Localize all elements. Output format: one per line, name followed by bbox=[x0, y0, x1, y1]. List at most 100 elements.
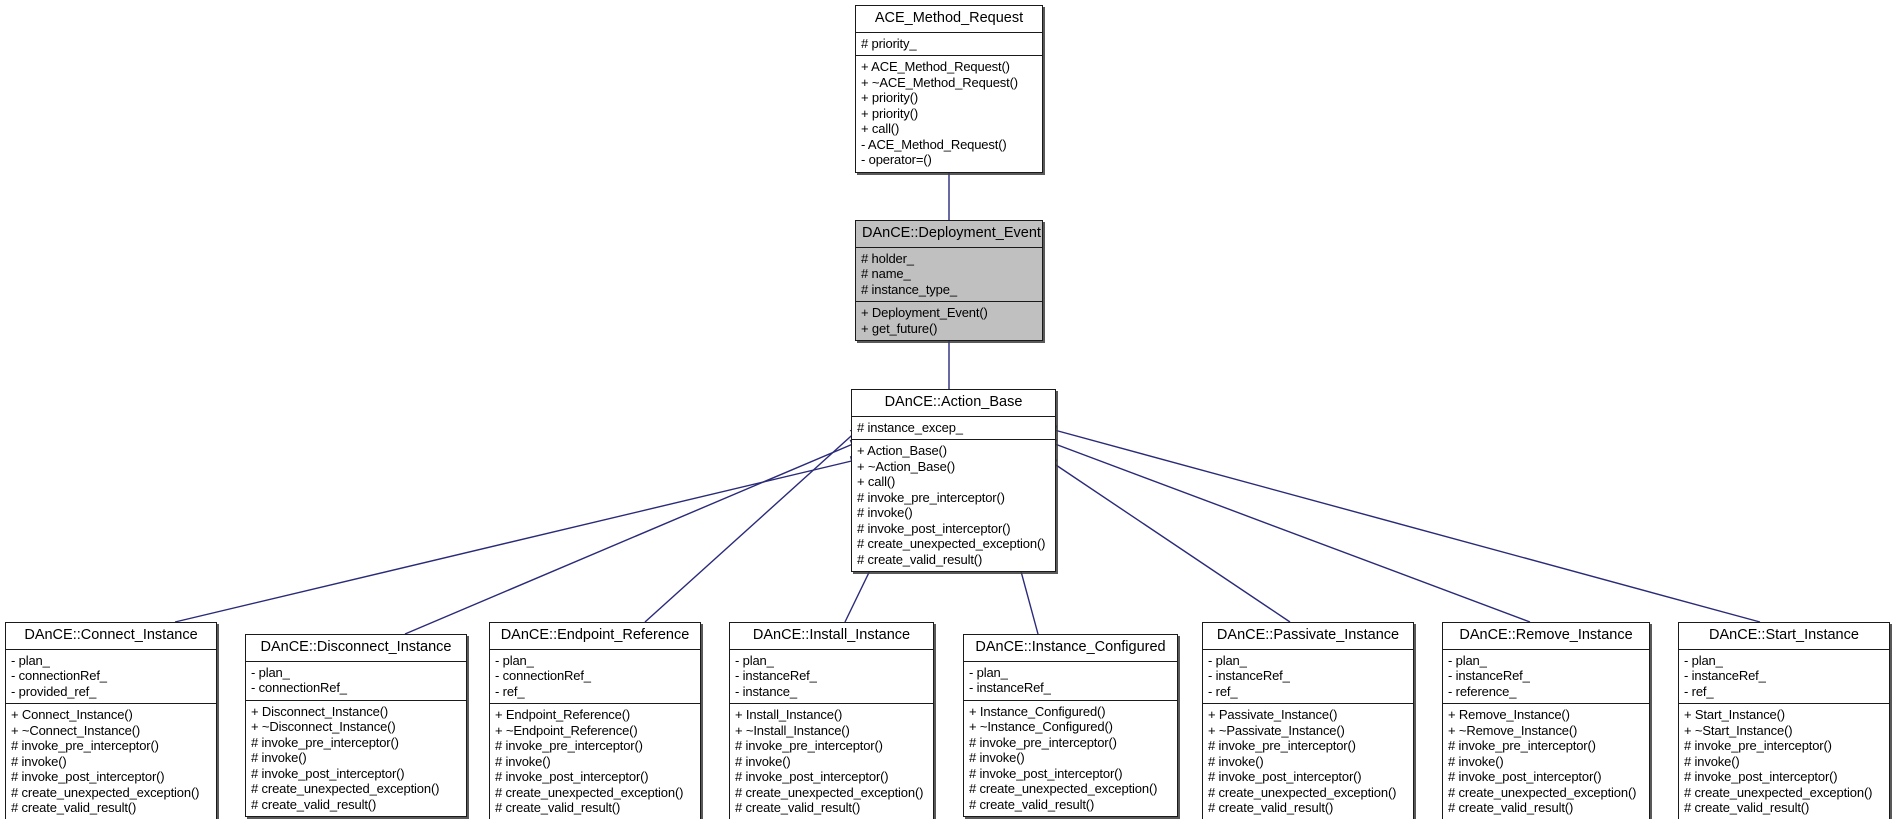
class-operation: + get_future() bbox=[861, 320, 938, 336]
class-title-dance-remove-instance: DAnCE::Remove_Instance bbox=[1443, 623, 1649, 650]
class-operation: # invoke() bbox=[857, 505, 913, 521]
class-attribute: - reference_ bbox=[1448, 683, 1517, 699]
class-operation: # create_valid_result() bbox=[11, 800, 137, 816]
class-operation: + Connect_Instance() bbox=[11, 707, 133, 723]
class-attribute: # instance_excep_ bbox=[857, 419, 963, 435]
class-attributes-dance-deployment-event: # holder_# name_# instance_type_ bbox=[856, 247, 1042, 303]
class-operation: # create_unexpected_exception() bbox=[251, 781, 440, 797]
class-operation: # invoke() bbox=[1448, 753, 1504, 769]
class-operation: + ~Remove_Instance() bbox=[1448, 722, 1578, 738]
class-operation: # create_unexpected_exception() bbox=[11, 784, 200, 800]
class-box-dance-passivate-instance[interactable]: DAnCE::Passivate_Instance- plan_- instan… bbox=[1202, 622, 1414, 819]
class-attribute: - instanceRef_ bbox=[969, 680, 1051, 696]
class-attributes-dance-action-base: # instance_excep_ bbox=[852, 417, 1055, 441]
class-attribute: - ref_ bbox=[495, 683, 525, 699]
class-attribute: - provided_ref_ bbox=[11, 683, 97, 699]
class-attribute: - instanceRef_ bbox=[1208, 668, 1290, 684]
class-operation: # invoke_pre_interceptor() bbox=[495, 738, 643, 754]
class-operation: # create_unexpected_exception() bbox=[857, 536, 1046, 552]
class-operation: # invoke() bbox=[1208, 753, 1264, 769]
class-operation: # invoke_post_interceptor() bbox=[495, 769, 649, 785]
class-attributes-dance-connect-instance: - plan_- connectionRef_- provided_ref_ bbox=[6, 650, 216, 705]
class-attributes-dance-disconnect-instance: - plan_- connectionRef_ bbox=[246, 662, 466, 701]
edge-start-to-action-base bbox=[1045, 425, 1761, 623]
class-operation: # create_unexpected_exception() bbox=[1208, 784, 1397, 800]
class-operation: # create_unexpected_exception() bbox=[1448, 784, 1637, 800]
class-operation: # invoke() bbox=[1684, 753, 1740, 769]
class-operation: # invoke_post_interceptor() bbox=[251, 765, 405, 781]
class-operations-dance-start-instance: + Start_Instance()+ ~Start_Instance() # i… bbox=[1679, 704, 1889, 819]
class-title-dance-deployment-event: DAnCE::Deployment_Event bbox=[856, 221, 1042, 248]
class-box-dance-connect-instance[interactable]: DAnCE::Connect_Instance- plan_- connecti… bbox=[5, 622, 217, 819]
class-operation: # invoke_pre_interceptor() bbox=[857, 489, 1005, 505]
class-box-dance-disconnect-instance[interactable]: DAnCE::Disconnect_Instance- plan_- conne… bbox=[245, 634, 467, 818]
class-operation: + Endpoint_Reference() bbox=[495, 707, 631, 723]
class-operation: # invoke() bbox=[735, 753, 791, 769]
class-attribute: - instanceRef_ bbox=[1684, 668, 1766, 684]
class-operation: + ~Install_Instance() bbox=[735, 722, 850, 738]
edge-disconnect-to-action-base bbox=[404, 439, 862, 635]
class-operation: # invoke_pre_interceptor() bbox=[11, 738, 159, 754]
class-title-dance-start-instance: DAnCE::Start_Instance bbox=[1679, 623, 1889, 650]
class-operation: # invoke_pre_interceptor() bbox=[735, 738, 883, 754]
class-operation: + call() bbox=[861, 121, 900, 137]
class-attribute: - plan_ bbox=[1208, 652, 1247, 668]
class-operation: + ~Connect_Instance() bbox=[11, 722, 141, 738]
class-operation: # invoke_post_interceptor() bbox=[11, 769, 165, 785]
class-operation: # invoke_post_interceptor() bbox=[735, 769, 889, 785]
class-box-dance-action-base[interactable]: DAnCE::Action_Base# instance_excep_+ Act… bbox=[851, 389, 1056, 573]
class-operation: + ~Instance_Configured() bbox=[969, 719, 1113, 735]
class-operation: # create_unexpected_exception() bbox=[1684, 784, 1873, 800]
class-box-dance-instance-configured[interactable]: DAnCE::Instance_Configured- plan_- insta… bbox=[963, 634, 1178, 818]
edge-connect-to-action-base bbox=[174, 456, 862, 623]
class-operations-dance-passivate-instance: + Passivate_Instance()+ ~Passivate_Insta… bbox=[1203, 704, 1413, 819]
class-operation: # create_valid_result() bbox=[1448, 800, 1574, 816]
class-operation: # invoke() bbox=[251, 750, 307, 766]
class-operation: # create_valid_result() bbox=[251, 796, 377, 812]
class-operation: + Start_Instance() bbox=[1684, 707, 1785, 723]
class-operation: # invoke_post_interceptor() bbox=[857, 520, 1011, 536]
class-operations-dance-install-instance: + Install_Instance()+ ~Install_Instance(… bbox=[730, 704, 933, 819]
class-title-dance-disconnect-instance: DAnCE::Disconnect_Instance bbox=[246, 635, 466, 662]
class-attributes-dance-install-instance: - plan_- instanceRef_- instance_ bbox=[730, 650, 933, 705]
class-operation: + ~Start_Instance() bbox=[1684, 722, 1793, 738]
class-operation: - operator=() bbox=[861, 152, 932, 168]
class-operation: # create_unexpected_exception() bbox=[969, 781, 1158, 797]
class-attributes-dance-endpoint-reference: - plan_- connectionRef_- ref_ bbox=[490, 650, 700, 705]
class-title-dance-instance-configured: DAnCE::Instance_Configured bbox=[964, 635, 1177, 662]
class-operation: # invoke_pre_interceptor() bbox=[969, 734, 1117, 750]
class-operation: # create_valid_result() bbox=[969, 796, 1095, 812]
class-box-dance-remove-instance[interactable]: DAnCE::Remove_Instance- plan_- instanceR… bbox=[1442, 622, 1650, 819]
class-operation: + ~Passivate_Instance() bbox=[1208, 722, 1345, 738]
class-operation: - ACE_Method_Request() bbox=[861, 136, 1007, 152]
class-attribute: - plan_ bbox=[1448, 652, 1487, 668]
class-title-dance-endpoint-reference: DAnCE::Endpoint_Reference bbox=[490, 623, 700, 650]
class-operation: # invoke() bbox=[495, 753, 551, 769]
class-attribute: # priority_ bbox=[861, 35, 917, 51]
class-attribute: - plan_ bbox=[735, 652, 774, 668]
class-operation: + Deployment_Event() bbox=[861, 305, 988, 321]
class-operations-dance-deployment-event: + Deployment_Event()+ get_future() bbox=[856, 302, 1042, 341]
class-operation: # invoke() bbox=[969, 750, 1025, 766]
class-operation: # create_valid_result() bbox=[495, 800, 621, 816]
class-attribute: - instanceRef_ bbox=[1448, 668, 1530, 684]
class-box-dance-deployment-event[interactable]: DAnCE::Deployment_Event# holder_# name_#… bbox=[855, 220, 1043, 342]
class-operation: # create_valid_result() bbox=[1208, 800, 1334, 816]
class-title-dance-passivate-instance: DAnCE::Passivate_Instance bbox=[1203, 623, 1413, 650]
class-attribute: - instanceRef_ bbox=[735, 668, 817, 684]
class-box-ace-method-request[interactable]: ACE_Method_Request# priority_+ ACE_Metho… bbox=[855, 5, 1043, 173]
edge-passivate-to-action-base bbox=[1045, 458, 1291, 623]
class-box-dance-install-instance[interactable]: DAnCE::Install_Instance- plan_- instance… bbox=[729, 622, 934, 819]
class-operation: # invoke_post_interceptor() bbox=[1684, 769, 1838, 785]
class-attributes-dance-instance-configured: - plan_- instanceRef_ bbox=[964, 662, 1177, 701]
class-operation: + Action_Base() bbox=[857, 443, 947, 459]
class-box-dance-endpoint-reference[interactable]: DAnCE::Endpoint_Reference- plan_- connec… bbox=[489, 622, 701, 819]
class-operation: + Install_Instance() bbox=[735, 707, 843, 723]
class-attribute: - plan_ bbox=[495, 652, 534, 668]
class-operation: # create_valid_result() bbox=[857, 551, 983, 567]
class-attribute: - connectionRef_ bbox=[11, 668, 107, 684]
class-box-dance-start-instance[interactable]: DAnCE::Start_Instance- plan_- instanceRe… bbox=[1678, 622, 1890, 819]
class-operation: + priority() bbox=[861, 90, 919, 106]
class-operations-dance-action-base: + Action_Base()+ ~Action_Base()+ call()#… bbox=[852, 440, 1055, 571]
class-attribute: - plan_ bbox=[251, 664, 290, 680]
